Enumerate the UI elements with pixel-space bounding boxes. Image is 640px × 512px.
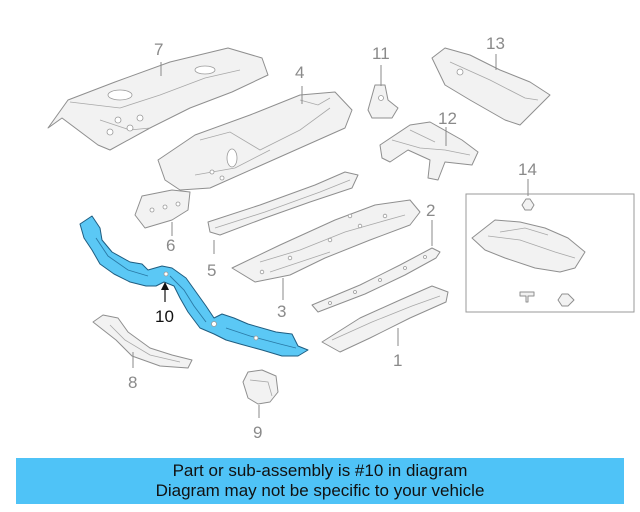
part-7-rear-floor-pan[interactable] <box>47 47 269 151</box>
part-12-crossmember[interactable] <box>379 121 479 181</box>
part-13-rail[interactable] <box>431 47 551 126</box>
part-10-crossmember-highlighted[interactable] <box>79 215 309 357</box>
banner-line-1: Part or sub-assembly is #10 in diagram <box>172 461 468 480</box>
part-11-bracket[interactable] <box>367 84 399 119</box>
callout-1[interactable]: 1 <box>393 351 402 370</box>
callout-11[interactable]: 11 <box>372 44 390 63</box>
parts-diagram: 7 4 11 13 12 14 <box>47 34 635 442</box>
callout-2[interactable]: 2 <box>426 201 435 220</box>
part-8-bracket-plate[interactable] <box>92 314 193 369</box>
banner-line-2: Diagram may not be specific to your vehi… <box>155 481 485 500</box>
callout-8[interactable]: 8 <box>128 373 137 392</box>
callout-14[interactable]: 14 <box>518 160 537 179</box>
part-1-side-sill[interactable] <box>321 285 449 353</box>
callout-3[interactable]: 3 <box>277 302 286 321</box>
part-3-front-floor-pan[interactable] <box>231 199 421 283</box>
callout-10[interactable]: 10 <box>155 307 174 326</box>
part-6-reinforcement[interactable] <box>134 189 191 229</box>
part-9-mount[interactable] <box>242 369 279 405</box>
callout-6[interactable]: 6 <box>166 236 175 255</box>
callout-12[interactable]: 12 <box>438 109 457 128</box>
part-2-rocker-strip[interactable] <box>311 247 441 313</box>
part-5-sill-rail[interactable] <box>207 171 359 236</box>
callout-5[interactable]: 5 <box>207 261 216 280</box>
callout-7[interactable]: 7 <box>154 40 163 59</box>
info-banner: Part or sub-assembly is #10 in diagram D… <box>16 458 624 504</box>
callout-9[interactable]: 9 <box>253 423 262 442</box>
callout-4[interactable]: 4 <box>295 63 304 82</box>
part-14-shield-kit[interactable] <box>465 193 635 313</box>
callout-13[interactable]: 13 <box>486 34 505 53</box>
part-4-center-floor[interactable] <box>157 91 353 191</box>
